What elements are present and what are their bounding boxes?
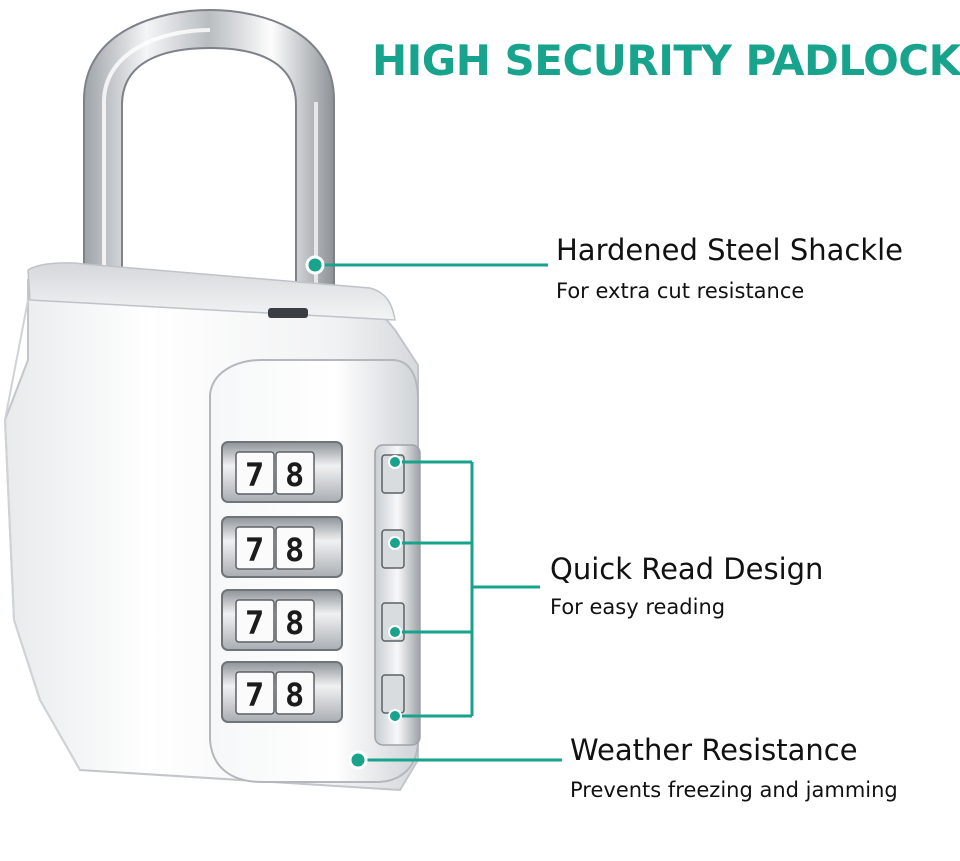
callout-dot <box>388 455 402 469</box>
feature-quick-read-title: Quick Read Design <box>550 552 824 586</box>
dial-4-right-digit: 8 <box>285 676 304 714</box>
callout-shackle <box>305 255 548 275</box>
dial-window-3: 7 8 <box>221 589 405 651</box>
lock-body <box>3 262 421 792</box>
feature-weather-title: Weather Resistance <box>570 733 858 767</box>
feature-shackle-title: Hardened Steel Shackle <box>556 233 904 267</box>
callout-dot <box>388 625 402 639</box>
dial-1-left-digit: 7 <box>245 456 264 494</box>
callout-dot <box>388 536 402 550</box>
dial-window-1: 7 8 <box>221 441 405 503</box>
dial-3-right-digit: 8 <box>285 604 304 642</box>
feature-shackle-subtitle: For extra cut resistance <box>556 279 805 303</box>
dial-4-left-digit: 7 <box>245 676 264 714</box>
callout-dot <box>388 709 402 723</box>
feature-quick-read-subtitle: For easy reading <box>550 595 726 619</box>
callout-dials <box>388 455 540 723</box>
dial-window-4: 7 8 <box>221 661 405 723</box>
dial-3-left-digit: 7 <box>245 604 264 642</box>
dial-2-right-digit: 8 <box>285 531 304 569</box>
feature-weather-subtitle: Prevents freezing and jamming <box>570 778 898 802</box>
callout-dot <box>348 750 368 770</box>
dial-1-right-digit: 8 <box>285 456 304 494</box>
dial-2-left-digit: 7 <box>245 531 264 569</box>
page-title: HIGH SECURITY PADLOCK <box>372 36 960 85</box>
callout-dot <box>305 255 325 275</box>
callout-weather <box>348 750 562 770</box>
